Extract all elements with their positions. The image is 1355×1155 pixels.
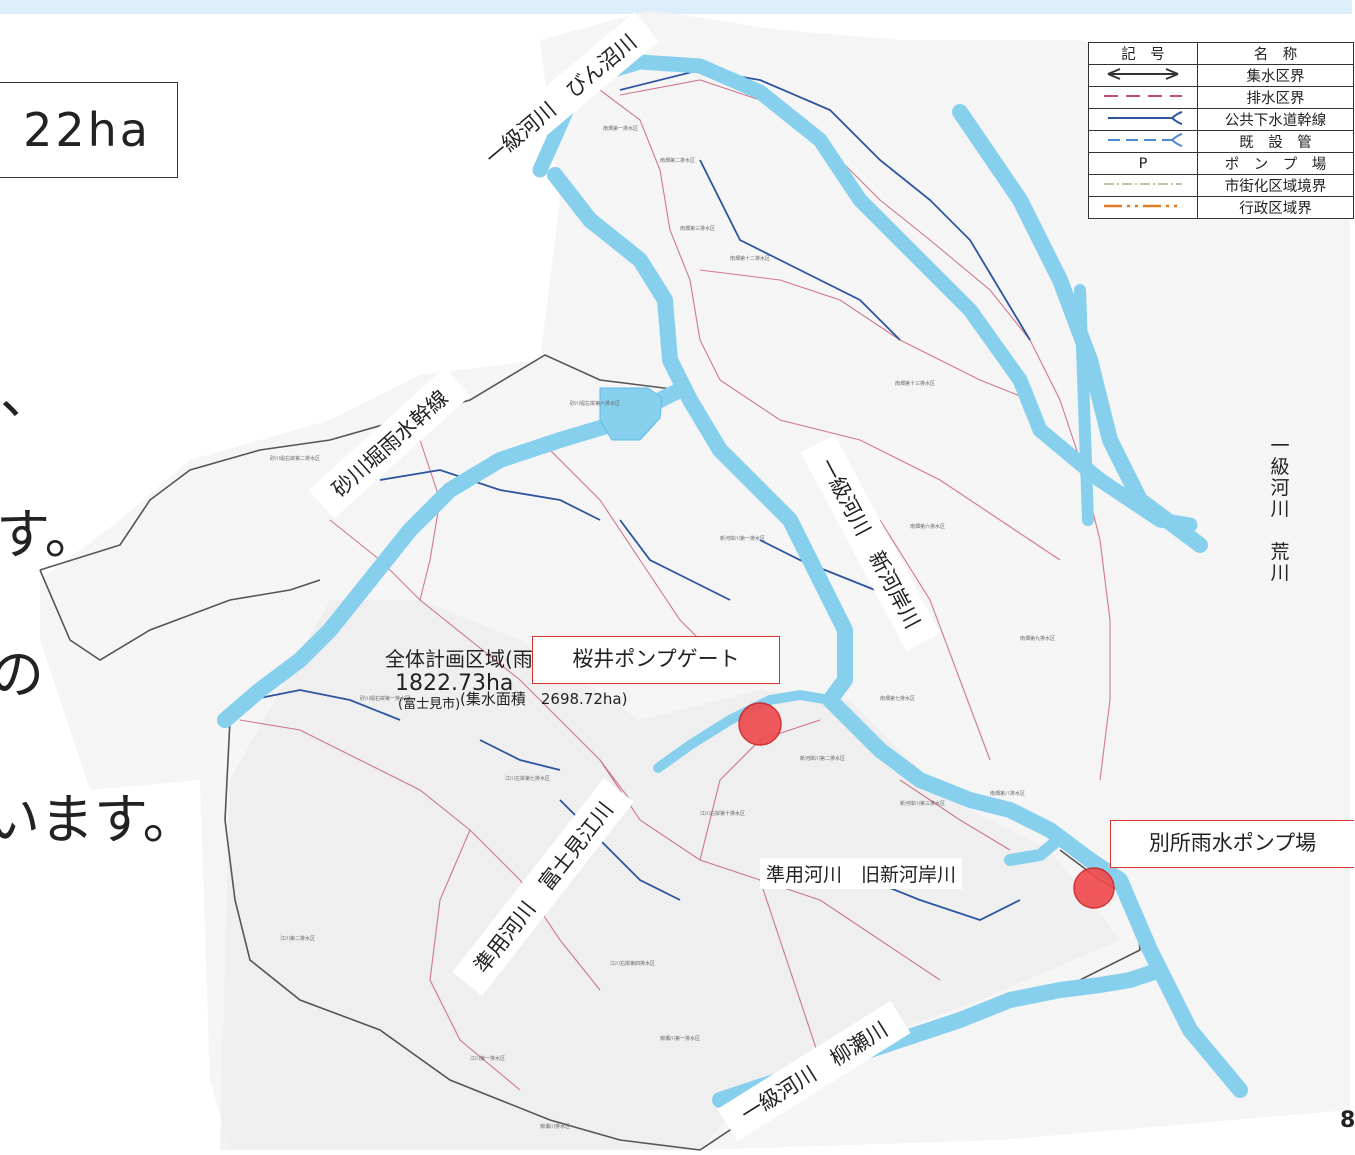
area-annotations: 南畑第一排水区 南畑第二排水区 南畑第三排水区 南畑第十二排水区 南畑第十三排水… <box>270 125 1055 1130</box>
svg-text:南畑第三排水区: 南畑第三排水区 <box>680 225 715 232</box>
svg-text:砂川堀右岸第一排水区: 砂川堀右岸第一排水区 <box>360 695 410 702</box>
plan-area-city: (富士見市) <box>398 696 460 712</box>
plan-area-title: 全体計画区域(雨水 <box>385 647 553 671</box>
legend-table: 記 号 名 称 集水区界 排水区界 公共下水道幹線 既 設 管 P ポ ン プ … <box>1088 42 1354 219</box>
trunk-sewer-icon <box>1108 110 1183 125</box>
legend-row-admin: 行政区域界 <box>1197 196 1354 219</box>
svg-text:南畑第二排水区: 南畑第二排水区 <box>660 157 695 164</box>
top-bar <box>0 0 1352 14</box>
label-sakurai-pump-gate[interactable]: 桜井ポンプゲート <box>532 636 780 684</box>
page-number: 8 <box>1340 1108 1355 1133</box>
urbanization-boundary-icon <box>1104 182 1182 185</box>
river-kyushingashi <box>1004 834 1064 866</box>
legend-row-drainage: 排水区界 <box>1197 86 1354 109</box>
label-bessho-pump-station[interactable]: 別所雨水ポンプ場 <box>1110 820 1354 868</box>
svg-text:江川第二排水区: 江川第二排水区 <box>280 935 315 942</box>
svg-text:江川右岸第四排水区: 江川右岸第四排水区 <box>610 960 655 967</box>
svg-text:砂川堀右岸第二排水区: 砂川堀右岸第二排水区 <box>270 455 320 462</box>
river-arakawa <box>952 104 1208 553</box>
legend-header-name: 名 称 <box>1197 42 1354 65</box>
svg-text:砂川堀左岸第六排水区: 砂川堀左岸第六排水区 <box>570 400 620 407</box>
left-text-line3: の <box>0 643 44 706</box>
legend-row-catchment: 集水区界 <box>1197 64 1354 87</box>
svg-text:南畑第七排水区: 南畑第七排水区 <box>880 695 915 702</box>
river-shingashi <box>547 167 1248 1098</box>
legend-row-existing: 既 設 管 <box>1197 130 1354 153</box>
legend-header-symbol: 記 号 <box>1088 42 1198 65</box>
svg-text:南畑第一排水区: 南畑第一排水区 <box>603 125 638 132</box>
reservoir-polygon <box>599 387 663 441</box>
svg-text:南畑第八排水区: 南畑第八排水区 <box>990 790 1025 797</box>
left-text-line1: 、 <box>0 363 54 426</box>
drainage-boundary-icon <box>1104 94 1182 97</box>
existing-pipe-icon <box>1108 132 1183 147</box>
catchment-boundary-icon <box>1107 67 1179 80</box>
area-total-box: 22ha <box>0 82 178 178</box>
svg-text:江川第一排水区: 江川第一排水区 <box>470 1055 505 1062</box>
svg-text:江川右岸第十排水区: 江川右岸第十排水区 <box>700 810 745 817</box>
svg-text:江川左岸第七排水区: 江川左岸第七排水区 <box>505 775 550 782</box>
label-kyushingashi: 準用河川 旧新河岸川 <box>760 858 963 889</box>
plan-area-value: 1822.73ha <box>395 671 513 696</box>
bessho-pump-marker[interactable] <box>1073 867 1115 909</box>
left-text-line2: す。 <box>0 503 99 566</box>
legend-row-pump: ポ ン プ 場 <box>1197 152 1354 175</box>
legend-row-trunk: 公共下水道幹線 <box>1197 108 1354 131</box>
catchment-area: (集水面積 2698.72ha) <box>460 690 627 708</box>
svg-text:柳瀬川排水区: 柳瀬川排水区 <box>540 1123 570 1130</box>
svg-text:柳瀬川第一排水区: 柳瀬川第一排水区 <box>660 1035 700 1042</box>
svg-text:南畑第六排水区: 南畑第六排水区 <box>910 523 945 530</box>
admin-boundary-icon <box>1104 204 1182 207</box>
svg-text:南畑第九排水区: 南畑第九排水区 <box>1020 635 1055 642</box>
svg-text:新河岸川第一排水区: 新河岸川第一排水区 <box>720 535 765 542</box>
area-total-text: 22ha <box>23 103 151 157</box>
left-text-line4: います。 <box>0 788 197 851</box>
legend-row-urban: 市街化区域境界 <box>1197 174 1354 197</box>
sakurai-pump-marker[interactable] <box>738 702 782 746</box>
svg-text:南畑第十二排水区: 南畑第十二排水区 <box>730 255 770 262</box>
svg-text:新河岸川第三排水区: 新河岸川第三排水区 <box>900 800 945 807</box>
pump-station-icon: P <box>1088 152 1198 175</box>
label-arakawa: 一 級 河 川 荒 川 <box>1270 435 1290 584</box>
svg-text:南畑第十三排水区: 南畑第十三排水区 <box>895 380 935 387</box>
svg-text:新河岸川第二排水区: 新河岸川第二排水区 <box>800 755 845 762</box>
trunk-sewers <box>249 69 1031 921</box>
